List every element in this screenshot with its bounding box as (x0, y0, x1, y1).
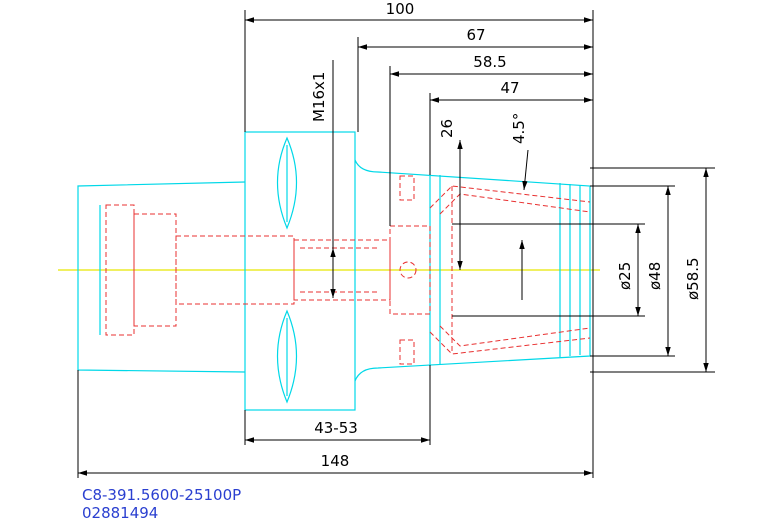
part-id: 02881494 (82, 504, 159, 522)
dim-100: 100 (386, 0, 415, 18)
dim-58-5: 58.5 (473, 53, 506, 71)
dim-47: 47 (500, 79, 519, 97)
dim-taper-angle: 4.5° (510, 113, 528, 144)
dim-67: 67 (466, 26, 485, 44)
dim-148: 148 (321, 452, 350, 470)
dim-dia-58-5: ø58.5 (684, 257, 702, 300)
dim-26: 26 (438, 119, 456, 138)
dim-thread: M16x1 (310, 72, 328, 122)
dim-dia-48: ø48 (646, 262, 664, 290)
hidden-lines (105, 175, 591, 365)
part-number: C8-391.5600-25100P (82, 486, 242, 504)
part-outline (77, 131, 591, 411)
dim-dia-25: ø25 (616, 262, 634, 290)
dim-43-53: 43-53 (314, 419, 358, 437)
dimension-lines (77, 10, 715, 478)
